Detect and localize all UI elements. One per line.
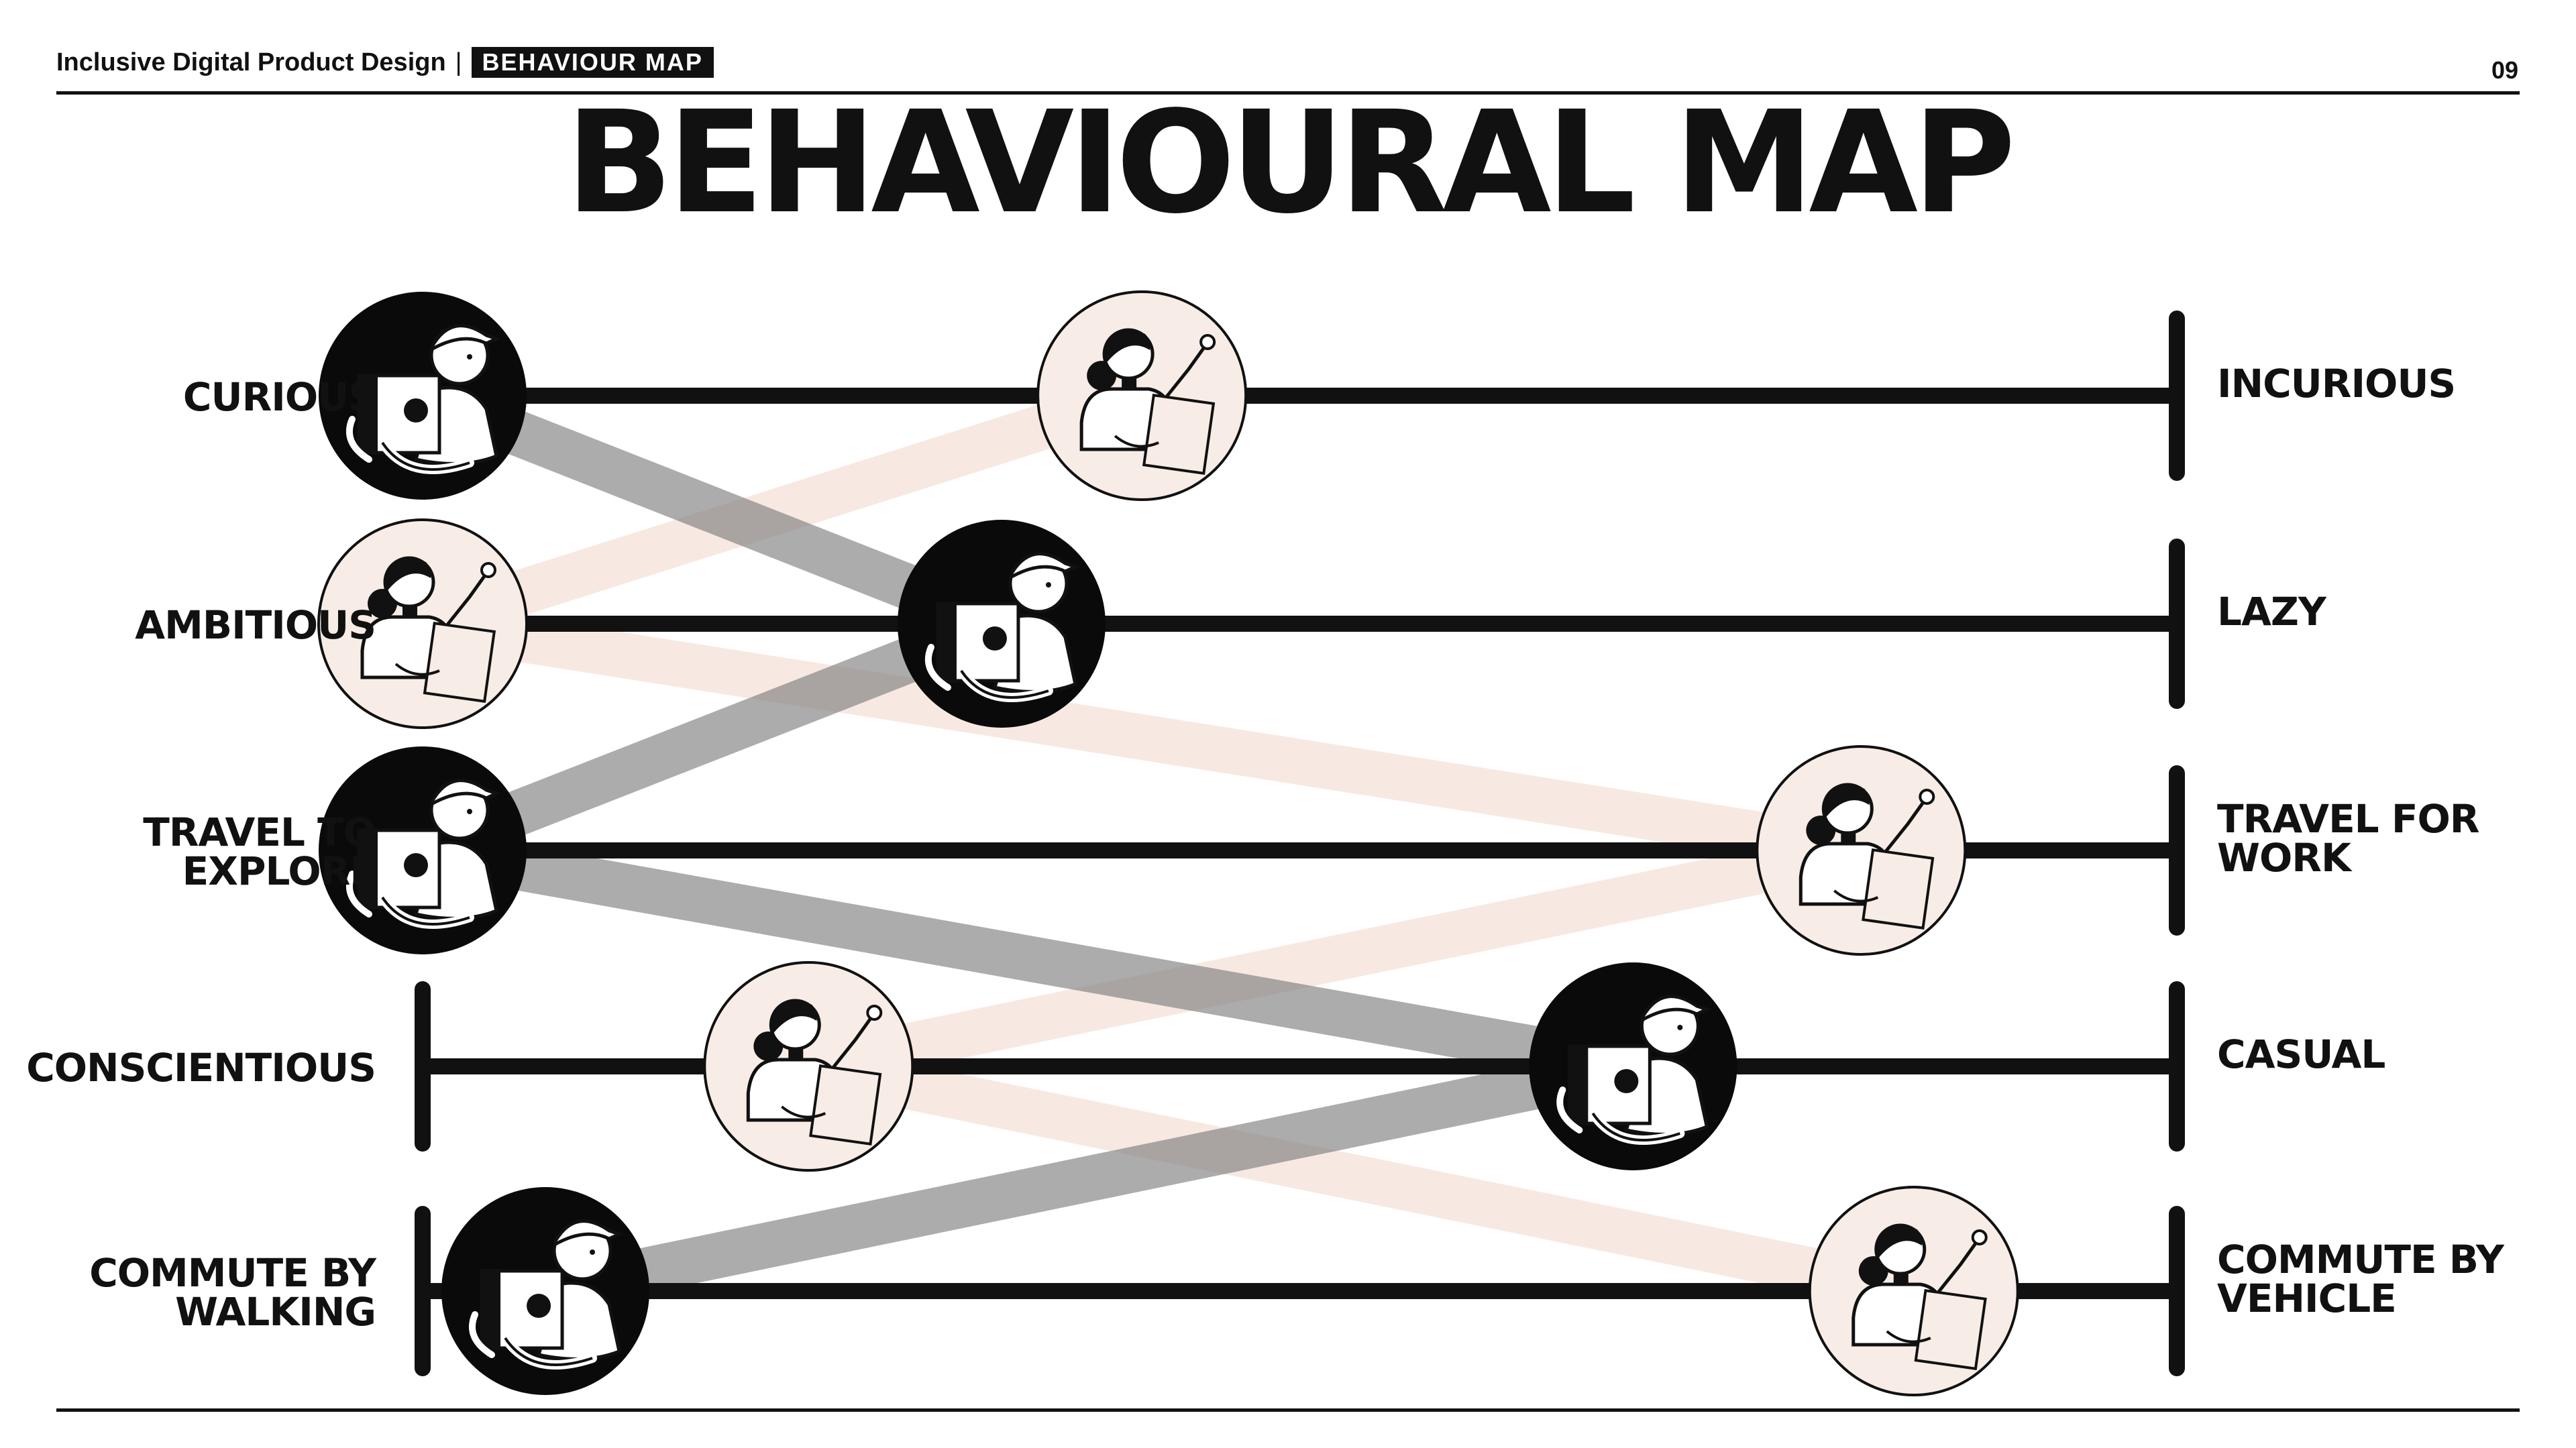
scale-right-label: WORK — [2217, 835, 2351, 881]
delivery-person-icon — [319, 292, 527, 500]
scale-left-label: CONSCIENTIOUS — [26, 1045, 376, 1091]
page-number: 09 — [2491, 56, 2518, 84]
scale-right-label: CASUAL — [2217, 1032, 2385, 1077]
dark-persona-path-segment — [419, 828, 1638, 1089]
woman-with-clipboard-icon — [1036, 290, 1248, 501]
woman-with-clipboard-icon — [1756, 745, 1967, 956]
header-title: Inclusive Digital Product Design — [56, 48, 446, 76]
scale-right-label: LAZY — [2217, 589, 2326, 634]
scale-left-label: AMBITIOUS — [135, 602, 376, 648]
light-persona-path — [415, 374, 1919, 1314]
scale-left-label: TRAVEL TO — [143, 810, 376, 855]
woman-with-clipboard-icon — [703, 961, 914, 1172]
light-persona-path-segment — [804, 1044, 1919, 1314]
scale-left-label: COMMUTE BY — [89, 1250, 376, 1296]
delivery-person-icon — [897, 520, 1106, 728]
scale-right-label: TRAVEL FOR — [2217, 796, 2479, 842]
woman-with-clipboard-icon — [1808, 1186, 2019, 1396]
delivery-person-icon — [1529, 962, 1737, 1170]
delivery-person-icon — [319, 746, 527, 954]
personas — [317, 290, 2019, 1396]
bottom-rule — [56, 1408, 2520, 1412]
light-persona-path-segment — [419, 601, 1865, 873]
scale-left-label: CURIOUS — [182, 374, 376, 420]
scale-right-label: VEHICLE — [2217, 1276, 2397, 1321]
scale-right-label: COMMUTE BY — [2217, 1237, 2504, 1282]
delivery-person-icon — [441, 1187, 650, 1395]
scale-left-label: EXPLORE — [182, 848, 376, 894]
page-title: BEHAVIOURAL MAP — [566, 80, 2016, 245]
woman-with-clipboard-icon — [317, 518, 528, 729]
top-rule — [56, 91, 2520, 95]
dark-persona-path-segment — [541, 1044, 1638, 1314]
scale-left-label: WALKING — [175, 1289, 376, 1335]
light-persona-path-segment — [804, 828, 1866, 1089]
header-breadcrumb: Inclusive Digital Product Design | BEHAV… — [56, 46, 714, 79]
header-separator: | — [455, 48, 462, 76]
scale-right-label: INCURIOUS — [2217, 361, 2456, 406]
light-persona-path-segment — [415, 374, 1149, 646]
section-tag: BEHAVIOUR MAP — [471, 47, 714, 78]
